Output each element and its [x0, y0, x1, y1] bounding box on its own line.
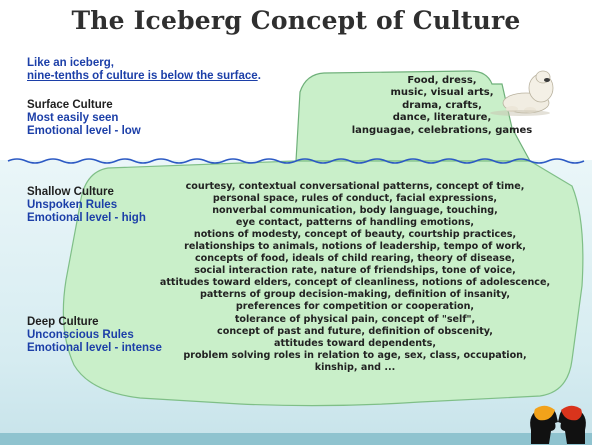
surface-item: languagae, celebrations, games — [351, 124, 533, 136]
surface-item: music, visual arts, — [390, 87, 494, 99]
below-item: tolerance of physical pain, concept of "… — [234, 313, 476, 325]
surface-item: Food, dress, — [407, 75, 477, 86]
surface-item: drama, crafts, — [402, 99, 482, 111]
surface-culture-heading: Surface Culture — [27, 99, 113, 111]
page-title: The Iceberg Concept of Culture — [71, 6, 521, 35]
below-item: kinship, and ... — [314, 361, 396, 373]
below-item: attitudes toward elders, concept of clea… — [159, 277, 551, 289]
below-item: social interaction rate, nature of frien… — [194, 265, 516, 277]
below-item: personal space, rules of conduct, facial… — [212, 193, 498, 205]
below-item: notions of modesty, concept of beauty, c… — [193, 229, 517, 241]
below-item: courtesy, contextual conversational patt… — [185, 181, 525, 192]
two-heads-icon — [530, 405, 586, 444]
below-item: patterns of group decision-making, defin… — [199, 289, 511, 301]
shallow-culture-label: Shallow Culture Unspoken Rules Emotional… — [27, 186, 146, 225]
shallow-culture-emotional: Emotional level - high — [27, 212, 146, 224]
intro-line-2: nine-tenths of culture is below the surf… — [27, 70, 258, 82]
intro-line-1: Like an iceberg, — [27, 57, 114, 69]
iceberg-body — [62, 160, 584, 407]
below-surface-list: courtesy, contextual conversational patt… — [145, 181, 565, 374]
polar-bear-icon — [490, 70, 554, 116]
below-item: problem solving roles in relation to age… — [183, 349, 527, 361]
below-item: attitudes toward dependents, — [274, 337, 436, 349]
deep-culture-visibility: Unconscious Rules — [27, 329, 134, 341]
surface-culture-list: Food, dress, music, visual arts, drama, … — [312, 75, 572, 137]
below-item: concepts of food, ideals of child rearin… — [194, 253, 516, 265]
below-item: nonverbal communication, body language, … — [212, 205, 498, 217]
surface-culture-emotional: Emotional level - low — [27, 125, 141, 137]
iceberg-tip — [295, 70, 532, 162]
shallow-culture-heading: Shallow Culture — [27, 186, 114, 198]
surface-culture-label: Surface Culture Most easily seen Emotion… — [27, 99, 141, 138]
surface-item: dance, literature, — [392, 112, 492, 124]
water-line — [7, 158, 585, 164]
deep-culture-emotional: Emotional level - intense — [27, 342, 162, 354]
below-item: preferences for competition or cooperati… — [235, 301, 475, 313]
intro-period: . — [257, 70, 261, 82]
deep-culture-label: Deep Culture Unconscious Rules Emotional… — [27, 316, 162, 355]
deep-culture-heading: Deep Culture — [27, 316, 99, 328]
bottom-bar — [0, 433, 592, 445]
below-item: concept of past and future, definition o… — [217, 325, 493, 337]
below-item: relationships to animals, notions of lea… — [184, 241, 526, 253]
surface-culture-visibility: Most easily seen — [27, 112, 119, 124]
below-item: eye contact, patterns of handling emotio… — [235, 217, 475, 229]
intro-text: Like an iceberg, nine-tenths of culture … — [27, 57, 261, 83]
shallow-culture-visibility: Unspoken Rules — [27, 199, 118, 211]
